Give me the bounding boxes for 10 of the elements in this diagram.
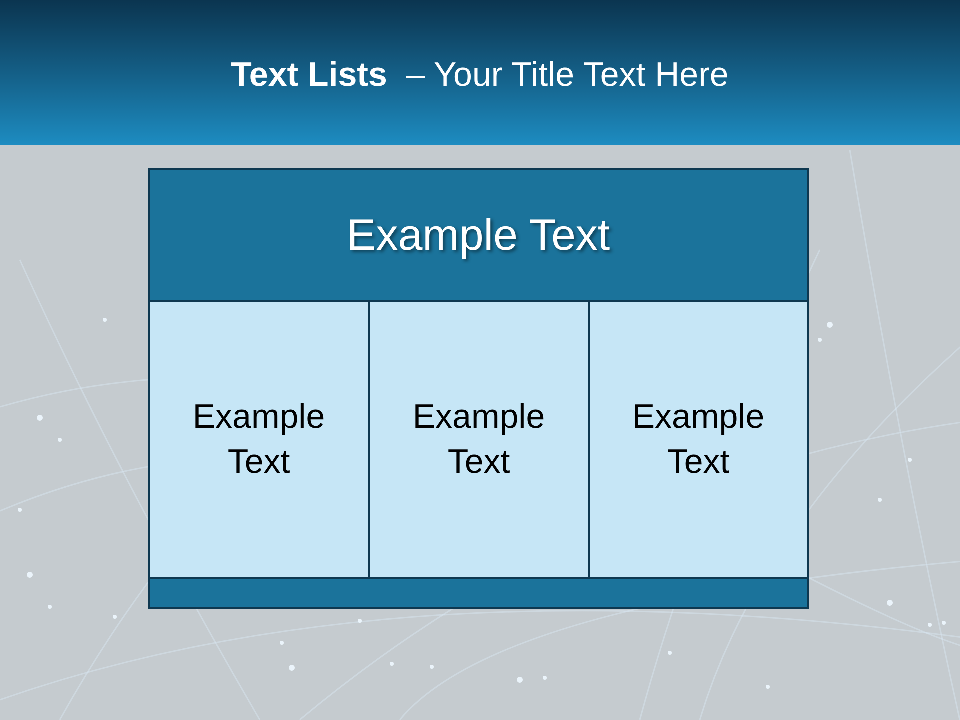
- cell-text: Example Text: [631, 396, 766, 482]
- cell-text: Example Text: [412, 396, 546, 482]
- text-cell: [368, 300, 590, 579]
- header-text: Example Text: [346, 210, 610, 262]
- footer-bar: [148, 577, 809, 609]
- header-band: [148, 168, 809, 302]
- slide-title: Text Lists – Your Title Text Here: [231, 55, 729, 96]
- text-cell: [148, 300, 370, 579]
- text-cell: [588, 300, 809, 579]
- cell-text: Example Text: [192, 396, 326, 482]
